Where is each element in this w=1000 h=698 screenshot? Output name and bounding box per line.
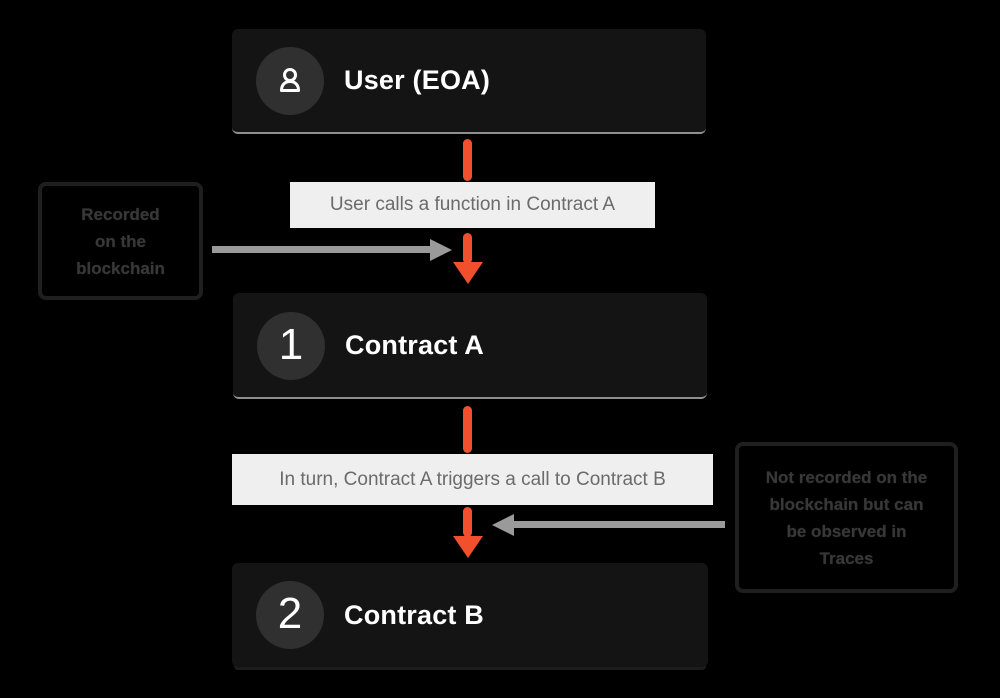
note-not-recorded-traces: Not recorded on the blockchain but can b… [735, 442, 958, 593]
user-badge [256, 47, 324, 115]
flow-arrowhead-1 [453, 262, 483, 284]
step-badge-1: 1 [257, 312, 325, 380]
flow-arrow-stem-3 [463, 406, 472, 453]
note-line: Not recorded on the [765, 467, 928, 487]
note-line: blockchain [76, 258, 165, 278]
note-line: Recorded [81, 204, 160, 224]
note-line: Traces [819, 548, 874, 568]
flow-arrow-stem-2 [463, 233, 472, 264]
contract-a-node: 1 Contract A [233, 293, 707, 399]
step-number-1: 1 [278, 320, 304, 369]
step-number-2: 2 [277, 589, 303, 638]
step-badge-2: 2 [256, 581, 324, 649]
node-title-user: User (EOA) [344, 65, 491, 95]
note-line: blockchain but can [769, 494, 924, 514]
user-icon [280, 68, 300, 92]
user-node: User (EOA) [232, 29, 706, 134]
annotation-arrow-left-head [430, 239, 452, 261]
node-title-contract-b: Contract B [344, 599, 485, 630]
node-title-contract-a: Contract A [345, 329, 485, 360]
annotation-arrow-right-stem [514, 521, 725, 528]
note-line: on the [95, 231, 146, 251]
note-line: be observed in [786, 521, 907, 541]
flow-arrow-stem-1 [463, 139, 472, 181]
flow-arrow-stem-4 [463, 507, 472, 537]
note-recorded-on-blockchain: Recorded on the blockchain [38, 182, 203, 300]
flow-label-1: User calls a function in Contract A [290, 182, 655, 228]
flow-arrowhead-2 [453, 536, 483, 558]
flow-label-2: In turn, Contract A triggers a call to C… [232, 454, 713, 505]
annotation-arrow-left-stem [212, 246, 432, 253]
annotation-arrow-right-head [492, 514, 514, 536]
contract-b-node: 2 Contract B [232, 563, 708, 667]
